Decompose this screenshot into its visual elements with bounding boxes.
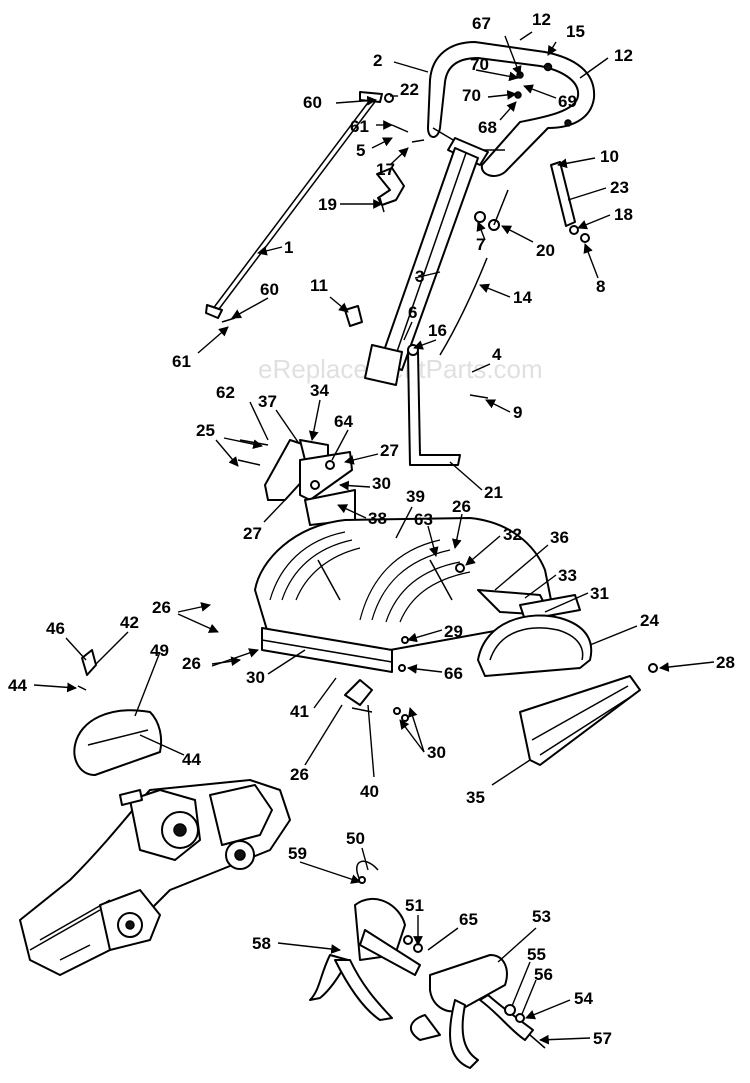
callout-31: 31 (590, 584, 609, 603)
callout-33: 33 (558, 566, 577, 585)
callout-59: 59 (288, 844, 307, 863)
callout-14: 14 (513, 288, 532, 307)
callout-21: 21 (484, 483, 503, 502)
callout-60: 60 (260, 280, 279, 299)
callout-40: 40 (360, 782, 379, 801)
callout-63: 63 (414, 510, 433, 529)
callout-56: 56 (534, 965, 553, 984)
callout-62: 62 (216, 383, 235, 402)
handle-brackets (237, 439, 356, 529)
callout-24: 24 (640, 611, 659, 630)
left-tine-assembly (309, 860, 423, 1021)
callout-50: 50 (346, 829, 365, 848)
callout-39: 39 (406, 487, 425, 506)
small-hardware-top (221, 93, 590, 356)
callout-23: 23 (610, 178, 629, 197)
callout-49: 49 (150, 641, 169, 660)
callout-37: 37 (258, 392, 277, 411)
callout-44: 44 (8, 676, 27, 695)
callout-16: 16 (428, 321, 447, 340)
callout-28: 28 (716, 653, 735, 672)
callout-2: 2 (373, 51, 382, 70)
callout-26: 26 (182, 654, 201, 673)
callout-54: 54 (574, 989, 593, 1008)
callout-labels: 67 12 15 12 2 70 70 69 60 22 61 68 5 17 … (8, 10, 735, 1048)
callout-19: 19 (318, 195, 337, 214)
side-cover (73, 649, 163, 776)
callout-18: 18 (614, 205, 633, 224)
callout-44: 44 (182, 750, 201, 769)
callout-36: 36 (550, 528, 569, 547)
callout-70: 70 (462, 86, 481, 105)
callout-27: 27 (380, 441, 399, 460)
callout-65: 65 (459, 910, 478, 929)
callout-61: 61 (172, 352, 191, 371)
leader-lines (33, 31, 715, 1045)
transmission-case (19, 779, 291, 976)
callout-12: 12 (532, 10, 551, 29)
callout-38: 38 (368, 509, 387, 528)
callout-58: 58 (252, 934, 271, 953)
callout-5: 5 (356, 141, 365, 160)
callout-68: 68 (478, 118, 497, 137)
callout-34: 34 (310, 381, 329, 400)
callout-67: 67 (472, 14, 491, 33)
callout-27: 27 (243, 524, 262, 543)
callout-22: 22 (400, 80, 419, 99)
callout-66: 66 (444, 664, 463, 683)
callout-53: 53 (532, 907, 551, 926)
callout-1: 1 (284, 238, 293, 257)
callout-60: 60 (303, 93, 322, 112)
lower-handle-tube (364, 147, 479, 386)
callout-70: 70 (470, 55, 489, 74)
callout-51: 51 (405, 896, 424, 915)
callout-61: 61 (350, 117, 369, 136)
callout-25: 25 (196, 421, 215, 440)
callout-7: 7 (476, 235, 485, 254)
depth-bar-hardware (344, 679, 409, 722)
callout-20: 20 (536, 241, 555, 260)
callout-32: 32 (503, 525, 522, 544)
callout-30: 30 (246, 668, 265, 687)
callout-29: 29 (444, 622, 463, 641)
callout-8: 8 (596, 277, 605, 296)
callout-46: 46 (46, 619, 65, 638)
callout-30: 30 (372, 474, 391, 493)
right-tine-assembly (410, 954, 546, 1069)
callout-57: 57 (593, 1029, 612, 1048)
callout-55: 55 (527, 945, 546, 964)
callout-6: 6 (408, 303, 417, 322)
callout-3: 3 (415, 267, 424, 286)
callout-64: 64 (334, 412, 353, 431)
callout-41: 41 (290, 702, 309, 721)
callout-15: 15 (566, 22, 585, 41)
callout-26: 26 (290, 765, 309, 784)
callout-26: 26 (152, 598, 171, 617)
callout-42: 42 (120, 613, 139, 632)
shield-flap (477, 614, 658, 766)
tine-shield (254, 517, 581, 673)
callout-17: 17 (376, 160, 395, 179)
callout-35: 35 (466, 788, 485, 807)
callout-4: 4 (492, 345, 502, 364)
callout-30: 30 (427, 743, 446, 762)
callout-9: 9 (513, 403, 522, 422)
callout-11: 11 (310, 276, 328, 295)
callout-10: 10 (600, 147, 619, 166)
callout-12: 12 (614, 46, 633, 65)
callout-69: 69 (558, 92, 577, 111)
callout-26: 26 (452, 497, 471, 516)
